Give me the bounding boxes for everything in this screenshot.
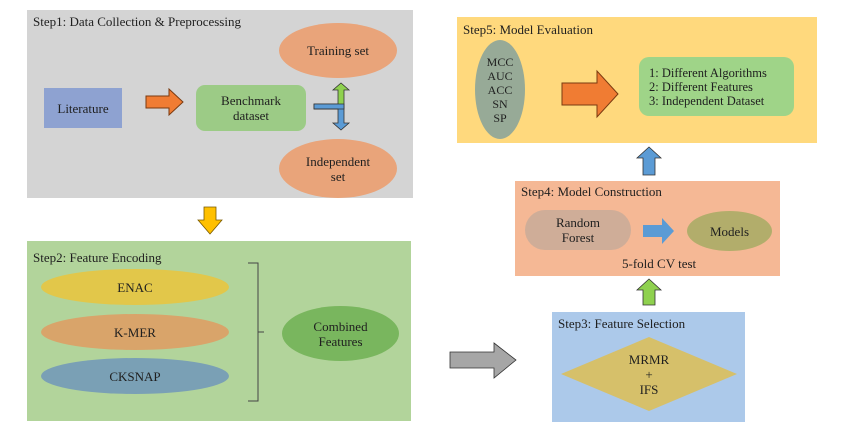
arrow-right-icon	[561, 69, 619, 119]
step4-panel: Step4: Model Construction Random Forest …	[515, 181, 780, 276]
arrow-up-icon	[635, 278, 663, 306]
step4-title: Step4: Model Construction	[521, 184, 662, 199]
feature-ellipse-kmer: K-MER	[41, 314, 229, 350]
step1-title: Step1: Data Collection & Preprocessing	[33, 14, 241, 29]
feature-ellipse-enac: ENAC	[41, 269, 229, 305]
feature-ellipse-cksnap: CKSNAP	[41, 358, 229, 394]
arrow-up-icon	[635, 146, 663, 176]
step2-title: Step2: Feature Encoding	[33, 250, 162, 265]
arrow-down-icon	[197, 206, 223, 235]
independent-set-ellipse: Independent set	[279, 139, 397, 198]
step3-panel: Step3: Feature Selection MRMR + IFS	[552, 312, 745, 422]
training-set-ellipse: Training set	[279, 23, 397, 78]
random-forest-box: Random Forest	[525, 210, 631, 250]
bracket-icon	[248, 262, 264, 402]
validation-label: 5-fold CV test	[622, 256, 697, 271]
literature-box: Literature	[44, 88, 122, 128]
step3-title: Step3: Feature Selection	[558, 316, 686, 331]
split-arrow-icon	[313, 82, 351, 131]
metrics-ellipse: MCC AUC ACC SN SP	[475, 40, 525, 139]
arrow-right-icon	[145, 87, 184, 117]
arrow-right-icon	[449, 342, 517, 379]
benchmark-dataset-box: Benchmark dataset	[196, 85, 306, 131]
diamond-shape	[561, 337, 737, 411]
models-ellipse: Models	[687, 211, 772, 251]
step5-panel: Step5: Model Evaluation MCC AUC ACC SN S…	[457, 17, 817, 143]
step2-panel: Step2: Feature Encoding ENAC K-MER CKSNA…	[27, 241, 411, 421]
selection-method-label: MRMR + IFS	[628, 351, 670, 397]
step5-title: Step5: Model Evaluation	[463, 22, 593, 37]
arrow-right-icon	[643, 218, 674, 244]
step1-panel: Step1: Data Collection & Preprocessing L…	[27, 10, 413, 198]
evaluation-comparisons-box: 1: Different Algorithms 2: Different Fea…	[639, 57, 794, 116]
combined-features-ellipse: Combined Features	[282, 306, 399, 361]
